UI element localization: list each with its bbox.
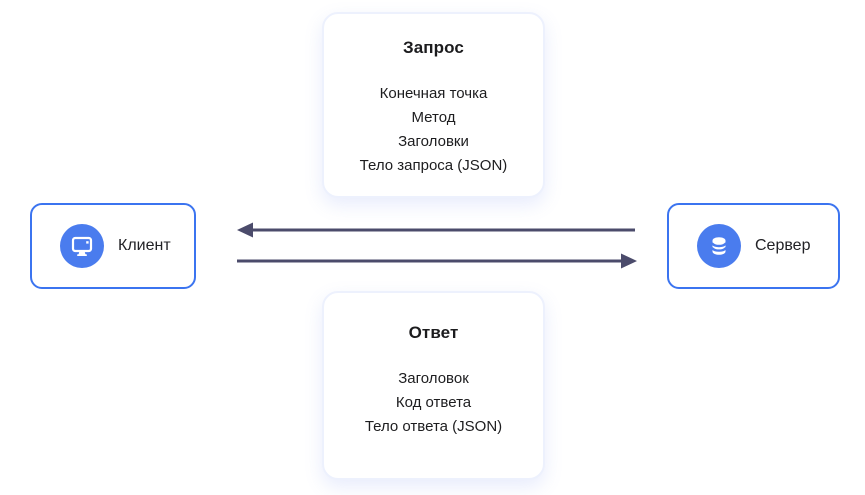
request-item-body: Тело запроса (JSON) bbox=[359, 157, 508, 174]
arrow-client-to-server bbox=[237, 253, 637, 269]
monitor-icon bbox=[60, 224, 104, 268]
arrow-server-to-client bbox=[237, 222, 635, 238]
request-item-endpoint: Конечная точка bbox=[379, 85, 488, 102]
request-item-headers: Заголовки bbox=[398, 133, 469, 150]
response-card-title: Ответ bbox=[408, 323, 459, 342]
server-node: Сервер bbox=[667, 203, 840, 289]
client-node: Клиент bbox=[30, 203, 196, 289]
response-card: Ответ Заголовок Код ответа Тело ответа (… bbox=[322, 291, 545, 480]
response-item-code: Код ответа bbox=[395, 394, 472, 411]
request-item-method: Метод bbox=[411, 109, 456, 126]
response-item-header: Заголовок bbox=[398, 370, 469, 387]
request-card-title: Запрос bbox=[403, 38, 464, 57]
server-node-label: Сервер bbox=[755, 237, 811, 254]
response-item-body: Тело ответа (JSON) bbox=[364, 418, 503, 435]
request-card: Запрос Конечная точка Метод Заголовки Те… bbox=[322, 12, 545, 198]
client-node-label: Клиент bbox=[118, 237, 171, 254]
database-icon bbox=[697, 224, 741, 268]
